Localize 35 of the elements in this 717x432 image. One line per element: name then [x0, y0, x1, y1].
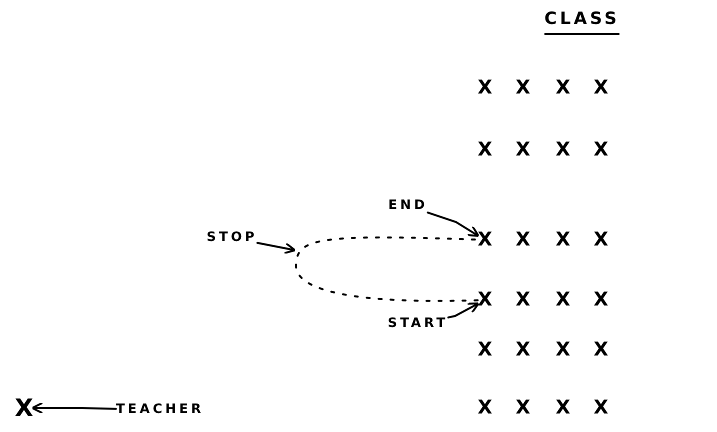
x-mark: X — [594, 290, 608, 310]
x-mark: X — [594, 230, 608, 250]
x-mark: X — [478, 398, 492, 418]
x-mark: X — [478, 290, 492, 310]
x-mark: X — [556, 290, 570, 310]
x-mark: X — [516, 290, 530, 310]
handwritten-label: STOP — [206, 230, 258, 246]
x-mark: X — [556, 140, 570, 160]
arrow — [447, 302, 480, 318]
handwritten-label: TEACHER — [116, 402, 204, 418]
x-mark: X — [478, 340, 492, 360]
x-mark: X — [594, 140, 608, 160]
title: CLASS — [544, 9, 620, 35]
x-mark: X — [478, 78, 492, 98]
x-mark: X — [516, 140, 530, 160]
x-mark: X — [14, 394, 34, 422]
x-mark: X — [478, 140, 492, 160]
x-mark: X — [556, 398, 570, 418]
arrow — [426, 212, 480, 237]
arrow — [31, 402, 117, 414]
x-mark: X — [478, 230, 492, 250]
x-mark: X — [516, 398, 530, 418]
x-mark: X — [594, 398, 608, 418]
x-mark: X — [516, 230, 530, 250]
x-mark: X — [556, 78, 570, 98]
x-mark: X — [556, 340, 570, 360]
dotted-path — [295, 236, 479, 302]
handwritten-label: END — [388, 198, 428, 214]
x-mark: X — [556, 230, 570, 250]
x-mark: X — [516, 340, 530, 360]
x-mark: X — [594, 78, 608, 98]
handwritten-label: START — [388, 316, 448, 332]
x-mark: X — [594, 340, 608, 360]
x-mark: X — [516, 78, 530, 98]
arrow — [256, 242, 296, 254]
